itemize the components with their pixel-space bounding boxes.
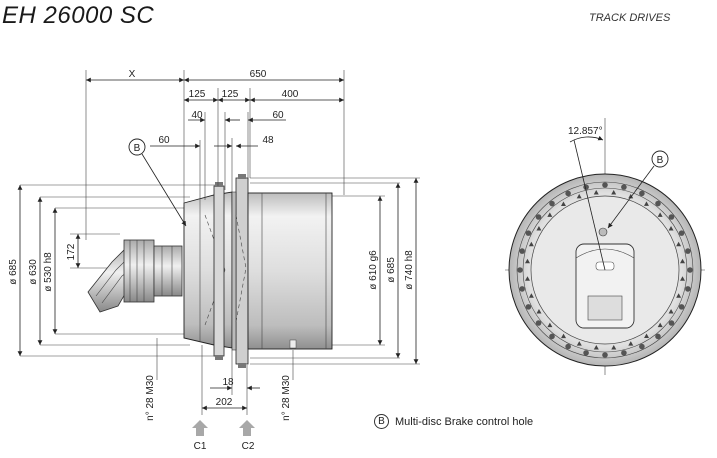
hydraulic-motor <box>87 239 183 313</box>
dia-630: ø 630 <box>28 259 39 285</box>
inner-bolt <box>611 189 617 195</box>
dim-seg2: 125 <box>222 89 239 100</box>
gearbox-housing <box>183 174 249 368</box>
outer-bolt <box>549 333 555 340</box>
inner-bolt <box>643 201 649 206</box>
callout-b-side: B <box>134 143 141 154</box>
outer-bolt <box>668 214 675 220</box>
inner-bolt <box>524 258 530 264</box>
inner-bolt <box>668 225 674 231</box>
outer-bolt <box>621 184 627 190</box>
inner-bolt <box>547 322 553 328</box>
length-dimensions <box>85 70 345 240</box>
inner-bolt <box>611 345 617 350</box>
inner-bolt <box>576 193 582 199</box>
inner-bolt <box>528 293 534 298</box>
dim-60-right: 60 <box>272 110 284 121</box>
port-c2-label: C2 <box>242 441 255 452</box>
outer-bolt <box>602 352 608 358</box>
dia-685-right: ø 685 <box>386 257 397 283</box>
legend-symbol: B <box>374 414 389 429</box>
brake-callout-side: B <box>128 138 187 227</box>
inner-bolt <box>547 212 553 217</box>
outer-bolt <box>621 350 627 356</box>
dim-172: 172 <box>66 243 77 260</box>
thread-right: n° 28 M30 <box>281 375 292 421</box>
inner-bolt <box>528 241 534 247</box>
outer-bolt <box>525 230 532 236</box>
inner-bolt <box>676 293 682 298</box>
dim-202: 202 <box>216 397 233 408</box>
outer-bolt <box>565 190 571 197</box>
inner-bolt <box>524 276 530 281</box>
inner-bolt <box>657 212 663 217</box>
outer-bolt <box>525 304 532 310</box>
callout-b-front: B <box>657 155 664 166</box>
inner-bolt <box>576 341 582 346</box>
outer-bolt <box>602 182 608 188</box>
inner-bolt <box>536 226 542 231</box>
inner-bolt <box>657 322 663 328</box>
inner-bolt <box>676 241 682 247</box>
front-view: 12.857° B <box>505 118 705 375</box>
outer-bolt <box>517 267 523 273</box>
outer-bolt <box>583 350 589 356</box>
inner-bolt <box>668 308 674 314</box>
dim-60-left: 60 <box>158 135 170 146</box>
angle-label: 12.857° <box>568 126 603 137</box>
bottom-dimensions <box>156 338 294 436</box>
dim-40: 40 <box>191 110 203 121</box>
outer-bolt <box>519 248 525 254</box>
category-label: TRACK DRIVES <box>589 12 671 24</box>
inner-bolt <box>680 276 686 281</box>
outer-bolt <box>687 267 693 273</box>
inner-bolt <box>644 333 650 339</box>
outer-bolt <box>535 214 542 220</box>
legend: B Multi-disc Brake control hole <box>374 414 533 429</box>
dim-48: 48 <box>262 135 274 146</box>
inner-bolt <box>560 201 566 206</box>
dim-seg1: 125 <box>189 89 206 100</box>
dim-18: 18 <box>222 377 234 388</box>
outer-bolt <box>678 230 685 236</box>
inner-bolt <box>593 345 599 350</box>
outer-bolt <box>519 286 525 292</box>
dia-685-left: ø 685 <box>8 259 19 285</box>
outer-bolt <box>639 190 645 197</box>
inner-bolt <box>628 341 634 346</box>
dim-seg3: 400 <box>282 89 299 100</box>
dim-overall-length: 650 <box>250 69 267 80</box>
motor-front <box>575 227 635 329</box>
thread-left: n° 28 M30 <box>145 375 156 421</box>
inner-bolt <box>561 333 567 339</box>
outer-bolt <box>655 333 661 340</box>
inner-bolt <box>536 309 542 314</box>
outer-bolt <box>685 248 691 254</box>
dia-740: ø 740 h8 <box>404 250 415 290</box>
dia-610: ø 610 g6 <box>368 250 379 290</box>
port-c1-label: C1 <box>194 441 207 452</box>
port-c1-arrow-icon <box>192 420 208 436</box>
inner-bolt <box>593 189 599 195</box>
page-title: EH 26000 SC <box>2 2 155 29</box>
legend-text: Multi-disc Brake control hole <box>395 415 534 428</box>
outer-bolt <box>655 200 661 207</box>
outer-bolt <box>639 343 645 350</box>
dim-x: X <box>129 69 136 80</box>
outer-bolt <box>678 304 685 310</box>
outer-bolt <box>535 320 542 326</box>
dia-530: ø 530 h8 <box>43 252 54 292</box>
outer-bolt <box>549 200 555 207</box>
port-c2-arrow-icon <box>239 420 255 436</box>
side-view: B <box>8 69 420 452</box>
output-drum <box>247 192 333 350</box>
outer-bolt <box>565 343 571 350</box>
inner-bolt <box>680 258 686 264</box>
inner-bolt <box>628 193 634 199</box>
outer-bolt <box>685 286 691 292</box>
bolt-ring <box>517 182 693 358</box>
outer-bolt <box>668 320 675 326</box>
